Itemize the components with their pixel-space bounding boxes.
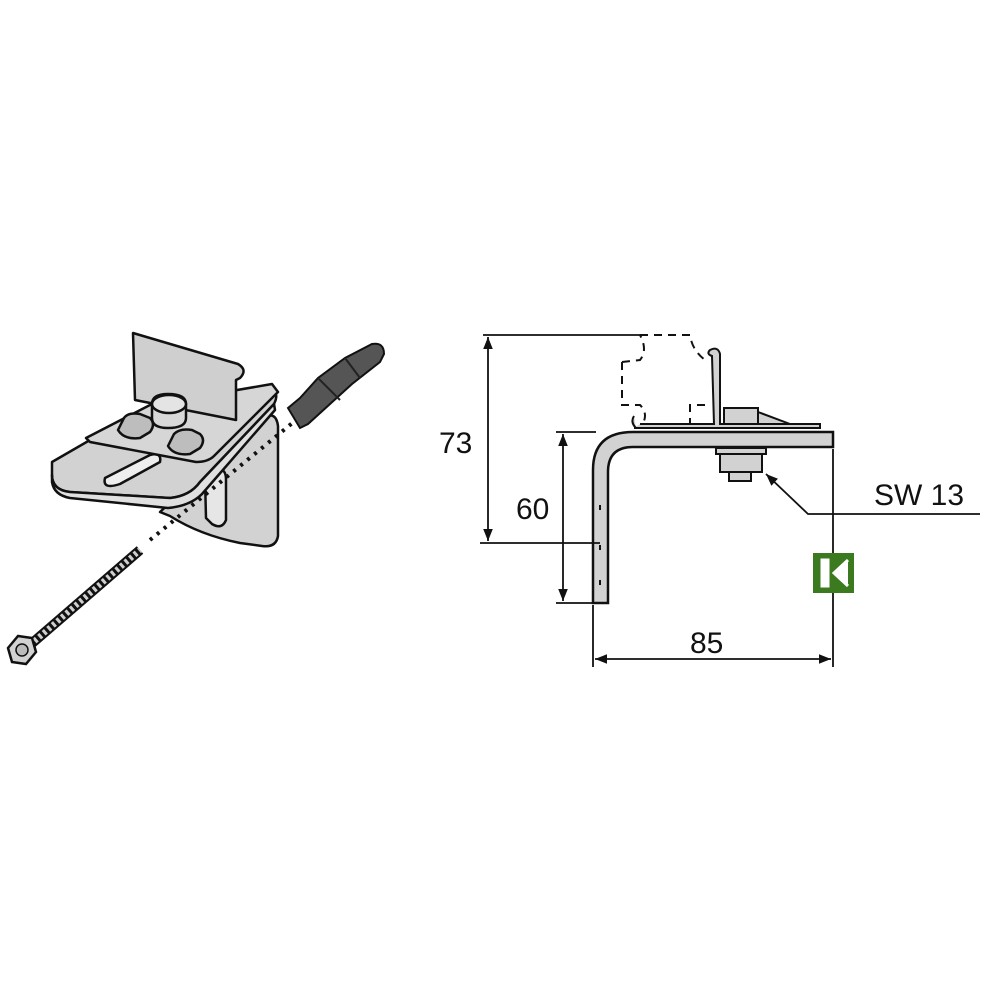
screw — [6, 546, 144, 666]
dim-label-73: 73 — [439, 427, 472, 460]
l-bracket-profile — [591, 430, 835, 605]
brand-logo — [813, 553, 854, 593]
wrench-size-label: SW 13 — [874, 479, 964, 512]
side-view: 73 60 85 SW 13 — [439, 334, 980, 667]
dashed-rail-profile — [621, 334, 706, 429]
dim-label-60: 60 — [516, 493, 549, 526]
top-nut — [723, 407, 759, 425]
hex-bolt-top — [150, 393, 188, 415]
bottom-nut — [719, 453, 763, 473]
sw-leader-line — [765, 473, 980, 515]
isometric-bracket — [50, 331, 280, 548]
dim-label-85: 85 — [690, 627, 723, 660]
bracket-base-edge — [50, 402, 277, 510]
wall-anchor — [286, 342, 386, 430]
clip-slot-left — [116, 412, 155, 440]
bolt-end — [728, 471, 752, 482]
logo-k-mark — [820, 558, 850, 588]
clip-profile — [631, 347, 821, 429]
clip-slot-right — [166, 428, 205, 456]
